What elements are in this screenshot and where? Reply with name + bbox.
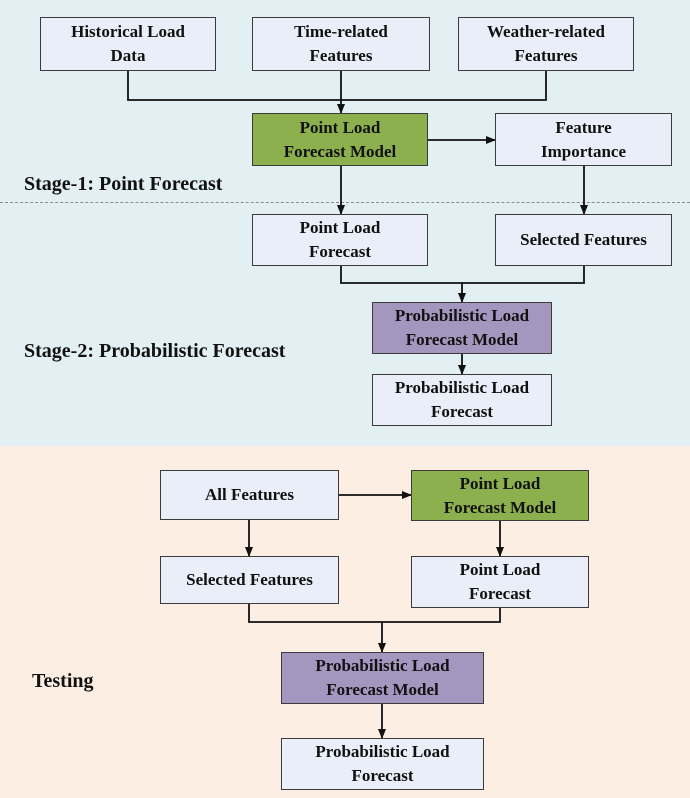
testing-label: Testing <box>32 670 94 692</box>
time-related-features-box: Time-related Features <box>252 17 430 71</box>
stage-divider <box>0 202 690 203</box>
connector-testing-merge <box>248 604 501 623</box>
test-point-load-forecast-model-box: Point Load Forecast Model <box>411 470 589 521</box>
point-load-forecast-box: Point Load Forecast <box>252 214 428 266</box>
selected-features-box: Selected Features <box>495 214 672 266</box>
test-probabilistic-load-forecast-model-box: Probabilistic Load Forecast Model <box>281 652 484 704</box>
stage2-label: Stage-2: Probabilistic Forecast <box>24 340 286 362</box>
point-load-forecast-model-box: Point Load Forecast Model <box>252 113 428 166</box>
test-selected-features-box: Selected Features <box>160 556 339 604</box>
test-probabilistic-load-forecast-box: Probabilistic Load Forecast <box>281 738 484 790</box>
probabilistic-load-forecast-box: Probabilistic Load Forecast <box>372 374 552 426</box>
connector-stage2-merge <box>340 266 585 284</box>
weather-related-features-box: Weather-related Features <box>458 17 634 71</box>
all-features-box: All Features <box>160 470 339 520</box>
test-point-load-forecast-box: Point Load Forecast <box>411 556 589 608</box>
probabilistic-load-forecast-model-box: Probabilistic Load Forecast Model <box>372 302 552 354</box>
connector-historical-to-merge <box>127 71 547 101</box>
stage1-label: Stage-1: Point Forecast <box>24 173 223 195</box>
historical-load-data-box: Historical Load Data <box>40 17 216 71</box>
feature-importance-box: Feature Importance <box>495 113 672 166</box>
